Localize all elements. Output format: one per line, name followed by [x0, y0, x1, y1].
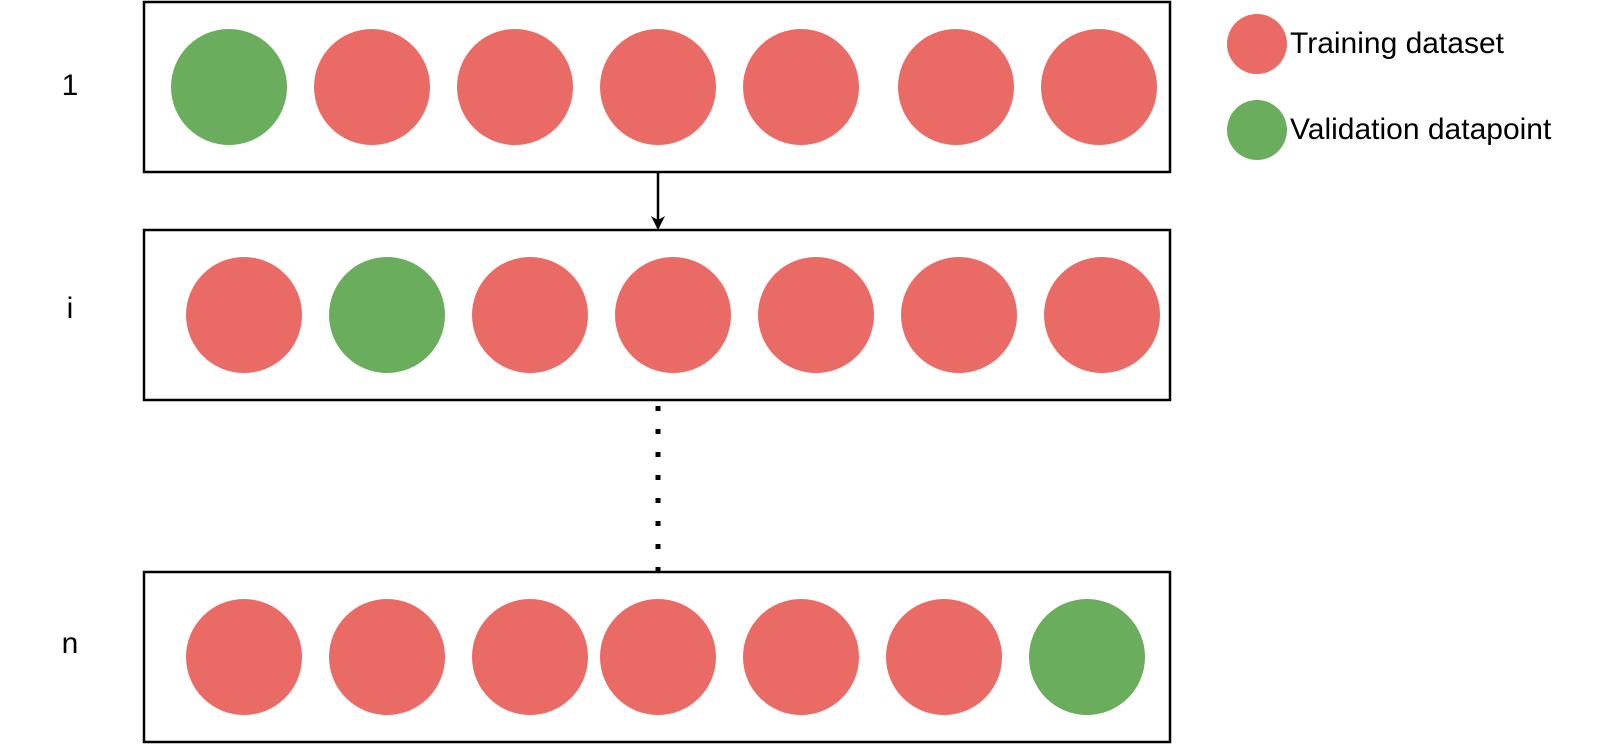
- fold-i-point-2: [329, 257, 445, 373]
- fold-n-point-5: [743, 599, 859, 715]
- fold-1-point-1: [171, 29, 287, 145]
- fold-i-point-6: [901, 257, 1017, 373]
- fold-1-point-5: [743, 29, 859, 145]
- fold-i-point-5: [758, 257, 874, 373]
- fold-1-point-6: [898, 29, 1014, 145]
- fold-points-i: [186, 257, 1160, 373]
- fold-n-point-7: [1029, 599, 1145, 715]
- fold-n-point-1: [186, 599, 302, 715]
- fold-n-point-6: [886, 599, 1002, 715]
- fold-i-point-4: [615, 257, 731, 373]
- fold-points-1: [171, 29, 1157, 145]
- fold-1-point-4: [600, 29, 716, 145]
- legend-validation-swatch: [1227, 100, 1287, 160]
- fold-n-point-3: [472, 599, 588, 715]
- legend-training-swatch: [1227, 14, 1287, 74]
- legend: Training dataset Validation datapoint: [1227, 14, 1552, 160]
- legend-validation-label: Validation datapoint: [1290, 113, 1552, 146]
- fold-label-n: n: [62, 627, 79, 660]
- fold-label-1: 1: [62, 69, 79, 102]
- legend-training-label: Training dataset: [1290, 27, 1505, 60]
- fold-1-point-3: [457, 29, 573, 145]
- fold-i-point-3: [472, 257, 588, 373]
- fold-label-i: i: [67, 292, 74, 325]
- fold-1-point-7: [1041, 29, 1157, 145]
- fold-n-point-4: [600, 599, 716, 715]
- fold-i-point-7: [1044, 257, 1160, 373]
- fold-n-point-2: [329, 599, 445, 715]
- fold-points-n: [186, 599, 1145, 715]
- fold-1-point-2: [314, 29, 430, 145]
- fold-i-point-1: [186, 257, 302, 373]
